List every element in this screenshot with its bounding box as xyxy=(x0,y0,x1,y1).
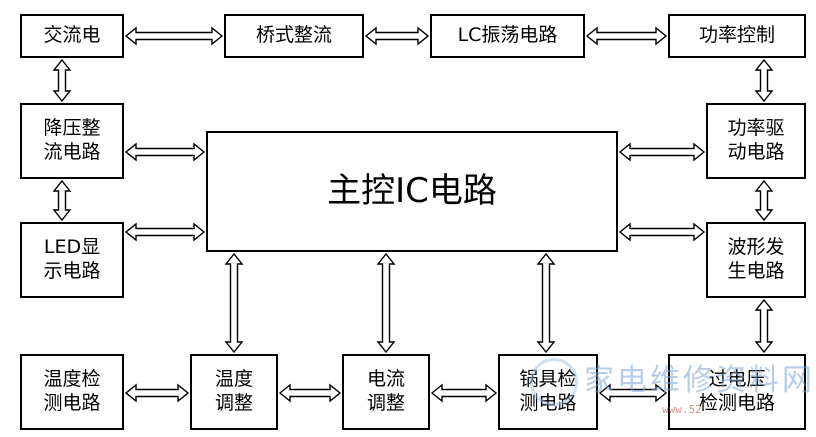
arrow-mainic-potdetect xyxy=(536,252,556,354)
ac-power-label: 交流电 xyxy=(43,24,101,47)
watermark-url: www.52 xyxy=(662,403,702,416)
temperature-adjust-label-line2: 调整 xyxy=(214,392,253,414)
arrow-powercontrol-powerdrive xyxy=(754,58,774,103)
temperature-adjust-label-line1: 温度 xyxy=(214,368,253,391)
watermark-logo-icon xyxy=(530,358,578,406)
waveform-generator-label-line1: 波形发 xyxy=(727,236,785,259)
waveform-generator-block: 波形发 生电路 xyxy=(706,222,806,298)
arrow-mainic-currentadjust xyxy=(376,252,396,354)
arrow-potdetect-overvoltage xyxy=(598,383,668,403)
temperature-detect-label-line1: 温度检 xyxy=(43,368,101,391)
current-adjust-label-line1: 电流 xyxy=(366,368,405,391)
power-drive-block: 功率驱 动电路 xyxy=(706,103,806,179)
stepdown-rectifier-label-line2: 流电路 xyxy=(43,141,101,163)
arrow-ac-bridge xyxy=(124,26,224,46)
arrow-mainic-waveform xyxy=(618,222,706,242)
overvoltage-detect-label-line1: 过电压 xyxy=(708,368,766,391)
arrow-lc-powercontrol xyxy=(585,26,668,46)
arrow-powerdrive-waveform xyxy=(754,179,774,222)
arrow-waveform-overvoltage xyxy=(754,298,774,354)
arrow-tempdetect-tempadjust xyxy=(124,383,190,403)
overvoltage-detect-block: 过电压 检测电路 xyxy=(668,354,806,430)
stepdown-rectifier-block: 降压整 流电路 xyxy=(20,103,124,179)
main-ic-block: 主控IC电路 xyxy=(206,131,618,252)
led-display-label-line1: LED显 xyxy=(43,236,101,259)
arrow-currentadjust-potdetect xyxy=(430,383,498,403)
current-adjust-label-line2: 调整 xyxy=(366,392,405,414)
ac-power-block: 交流电 xyxy=(20,14,124,58)
bridge-rectifier-block: 桥式整流 xyxy=(224,14,364,58)
led-display-block: LED显 示电路 xyxy=(20,222,124,298)
lc-oscillator-block: LC振荡电路 xyxy=(430,14,585,58)
temperature-adjust-block: 温度 调整 xyxy=(190,354,278,430)
arrow-ac-stepdown xyxy=(52,58,72,103)
power-control-label: 功率控制 xyxy=(698,24,775,47)
power-control-block: 功率控制 xyxy=(668,14,806,58)
bridge-rectifier-label: 桥式整流 xyxy=(255,24,332,47)
power-drive-label-line2: 动电路 xyxy=(727,141,785,163)
arrow-mainic-tempadjust xyxy=(224,252,244,354)
waveform-generator-label-line2: 生电路 xyxy=(727,260,785,282)
stepdown-rectifier-label-line1: 降压整 xyxy=(43,117,101,140)
led-display-label-line2: 示电路 xyxy=(43,260,101,282)
power-drive-label-line1: 功率驱 xyxy=(727,117,785,140)
arrow-bridge-lc xyxy=(364,26,430,46)
lc-oscillator-label: LC振荡电路 xyxy=(457,24,558,47)
main-ic-label: 主控IC电路 xyxy=(327,171,497,212)
overvoltage-detect-label-line2: 检测电路 xyxy=(698,392,775,414)
temperature-detect-label-line2: 测电路 xyxy=(43,392,101,414)
arrow-mainic-powerdrive xyxy=(618,142,706,162)
temperature-detect-block: 温度检 测电路 xyxy=(20,354,124,430)
arrow-tempadjust-currentadjust xyxy=(278,383,342,403)
arrow-stepdown-mainic xyxy=(124,142,206,162)
arrow-stepdown-led xyxy=(52,179,72,222)
arrow-led-mainic xyxy=(124,222,206,242)
current-adjust-block: 电流 调整 xyxy=(342,354,430,430)
